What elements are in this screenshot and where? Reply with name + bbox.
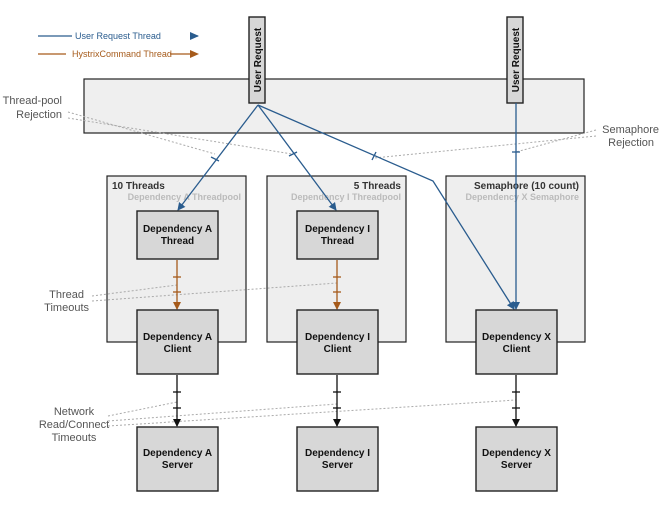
user-request-bar-2: [506, 16, 524, 104]
threadpool-a-rejection-gate: [210, 156, 220, 162]
thread-box-i: [296, 210, 379, 260]
network-flows: [173, 375, 520, 427]
user-request-label-2: User Request: [511, 27, 522, 92]
server-i-line2: Server: [322, 460, 353, 471]
server-box-i: [296, 426, 379, 492]
pool-x-subtitle: Dependency X Semaphore: [465, 192, 579, 202]
thread-timeouts-line1: Thread: [49, 289, 84, 301]
hystrix-thread-flows: [173, 260, 341, 310]
threadpool-rejection-line2: Rejection: [16, 109, 62, 121]
thread-a-line1: Dependency A: [143, 224, 212, 235]
pool-x-title: Semaphore (10 count): [474, 181, 579, 192]
server-x-line2: Server: [501, 460, 532, 471]
client-a-line2: Client: [164, 344, 192, 355]
server-a-line2: Server: [162, 460, 193, 471]
thread-a-line2: Thread: [161, 236, 194, 247]
network-timeouts-line2: Read/Connect: [39, 419, 109, 431]
server-x-line1: Dependency X: [482, 448, 551, 459]
client-a-line1: Dependency A: [143, 332, 212, 343]
client-x-line1: Dependency X: [482, 332, 551, 343]
legend: User Request Thread HystrixCommand Threa…: [38, 31, 199, 59]
server-a-line1: Dependency A: [143, 448, 212, 459]
client-i-line1: Dependency I: [305, 332, 370, 343]
legend-user-request-arrowhead: [190, 32, 199, 40]
client-i-line2: Client: [324, 344, 352, 355]
semaphore-rejection-gate-1: [371, 151, 377, 161]
semaphore-rejection-line2: Rejection: [608, 137, 654, 149]
network-timeouts-line1: Network: [54, 406, 95, 418]
pool-a-title: 10 Threads: [112, 181, 165, 192]
legend-user-request-label: User Request Thread: [75, 31, 161, 41]
thread-box-a: [136, 210, 219, 260]
flow-to-client-x-1: [257, 104, 515, 310]
thread-i-line2: Thread: [321, 236, 354, 247]
application-container: [83, 78, 585, 134]
client-x-line2: Client: [503, 344, 531, 355]
user-request-label-1: User Request: [253, 27, 264, 92]
client-box-a: [136, 309, 219, 375]
annotations: Thread-pool Rejection Semaphore Rejectio…: [3, 95, 659, 444]
threadpool-rejection-line1: Thread-pool: [3, 95, 62, 107]
flow-to-thread-i: [257, 104, 337, 211]
legend-hystrix-arrowhead: [190, 50, 199, 58]
pool-i-subtitle: Dependency I Threadpool: [291, 192, 401, 202]
server-box-a: [136, 426, 219, 492]
threadpool-i-rejection-gate: [288, 151, 298, 157]
network-timeouts-line3: Timeouts: [52, 432, 97, 444]
client-box-i: [296, 309, 379, 375]
pool-a-subtitle: Dependency A Threadpool: [128, 192, 241, 202]
server-i-line1: Dependency I: [305, 448, 370, 459]
user-request-bar-1: [248, 16, 266, 104]
legend-hystrix-label: HystrixCommand Thread: [72, 49, 172, 59]
thread-i-line1: Dependency I: [305, 224, 370, 235]
thread-timeouts-line2: Timeouts: [44, 302, 89, 314]
pool-i-title: 5 Threads: [354, 181, 402, 192]
flow-to-thread-a: [177, 104, 259, 211]
semaphore-rejection-line1: Semaphore: [602, 124, 659, 136]
server-box-x: [475, 426, 558, 492]
client-box-x: [475, 309, 558, 375]
user-request-flows: [177, 103, 520, 310]
